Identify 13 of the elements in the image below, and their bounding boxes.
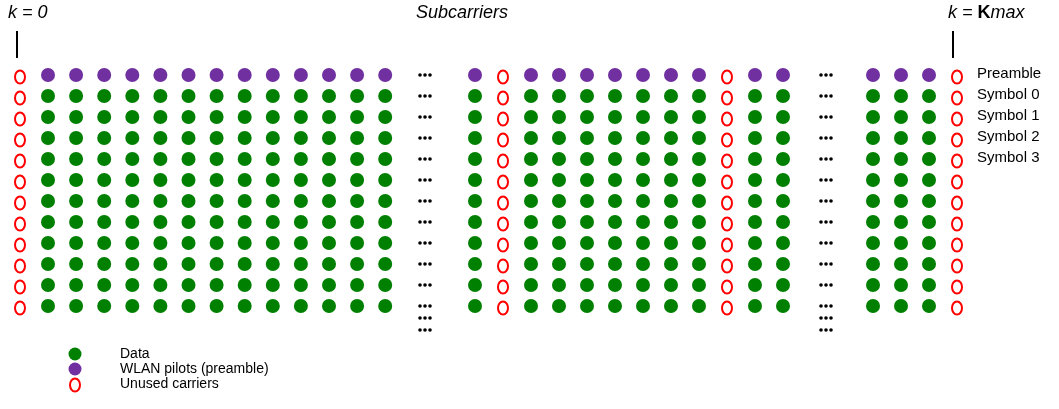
axis-title: Subcarriers xyxy=(416,3,509,23)
leader-line xyxy=(16,30,18,59)
legend-label: WLAN pilots (preamble) xyxy=(120,361,269,377)
row-label: Symbol 0 xyxy=(977,86,1040,103)
legend-label: Data xyxy=(120,346,150,362)
row-label: Symbol 2 xyxy=(977,128,1040,145)
row-label: Symbol 1 xyxy=(977,107,1040,124)
column-marker-label: k = Kmax xyxy=(948,3,1025,23)
legend-label: Unused carriers xyxy=(120,376,219,392)
leader-line xyxy=(952,30,954,59)
column-marker-label: k = 0 xyxy=(8,3,48,23)
row-label: Preamble xyxy=(977,65,1042,82)
row-label: Symbol 3 xyxy=(977,149,1040,166)
